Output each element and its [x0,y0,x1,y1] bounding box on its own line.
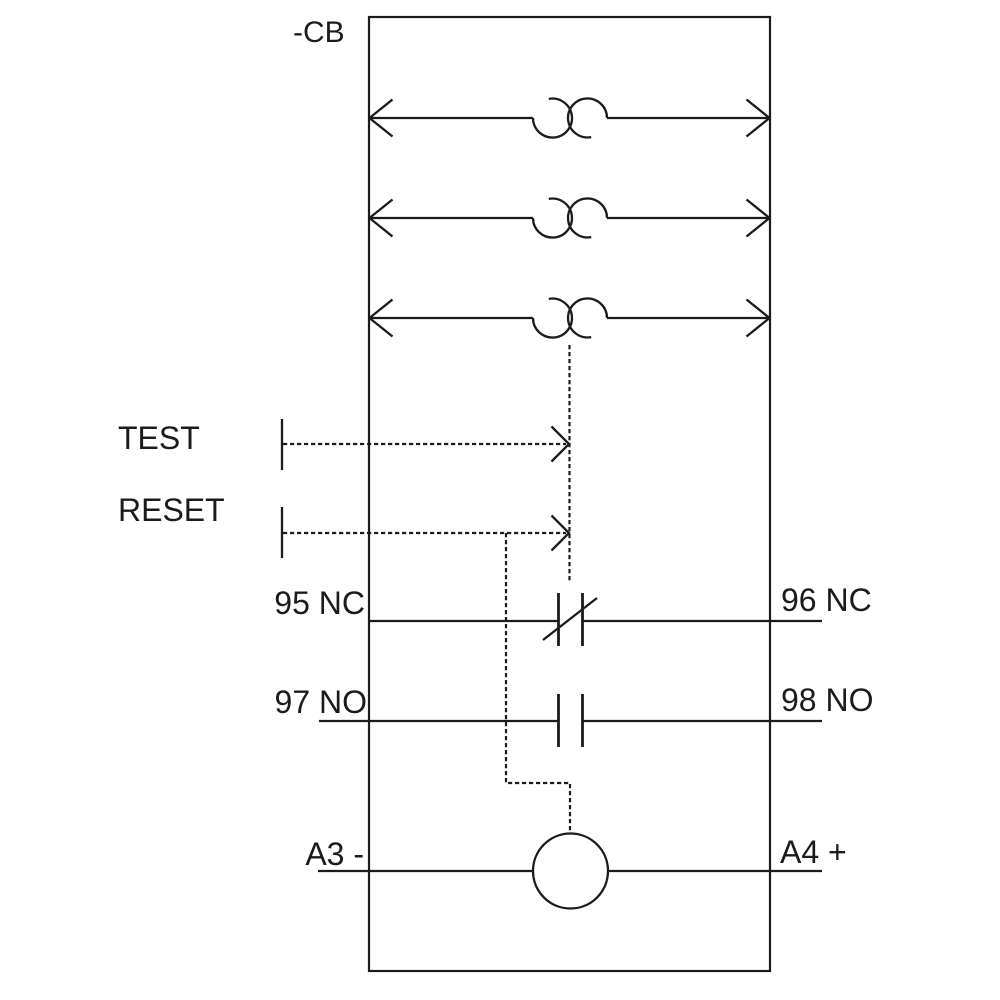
coil-circle [531,832,610,910]
terminal-a3-label: A3 - [305,836,364,872]
test-control: TEST [118,419,571,470]
aux-contact-no: 97 NO 98 NO [275,682,873,747]
pole-1-arrow-right-icon [745,98,772,138]
pole-1-arrow-left-icon [367,98,394,138]
reset-label: RESET [118,492,225,528]
pole-2-ct-loop-right [566,197,609,239]
terminal-95-label: 95 NC [274,585,365,621]
supply-coil-row: A3 - A4 + [305,832,847,910]
pole-3-arrow-right-icon [745,298,772,338]
reset-control: RESET [118,492,571,558]
main-pole-3 [367,297,772,339]
test-arrowhead-icon [550,425,571,463]
device-label: -CB [293,16,345,49]
device-outline [367,15,772,973]
main-pole-2 [367,197,772,239]
pole-3-ct-loop-right [566,297,609,339]
pole-2-arrow-right-icon [745,198,772,238]
terminal-97-label: 97 NO [275,684,367,720]
terminal-96-label: 96 NC [781,582,872,618]
pole-2-arrow-left-icon [367,198,394,238]
pole-2-ct-loop-left [531,197,574,239]
pole-1-ct-loop-left [531,97,574,139]
reset-coil-dashed-link [504,533,572,832]
pole-1-ct-loop-right [566,97,609,139]
main-pole-1 [367,97,772,139]
pole-3-arrow-left-icon [367,298,394,338]
nc-contact-slash [542,597,598,641]
terminal-a4-label: A4 + [780,834,847,870]
test-label: TEST [118,420,200,456]
reset-arrowhead-icon [550,514,571,552]
aux-contact-nc: 95 NC 96 NC [274,582,872,646]
pole-3-ct-loop-left [531,297,574,339]
terminal-98-label: 98 NO [781,682,873,718]
